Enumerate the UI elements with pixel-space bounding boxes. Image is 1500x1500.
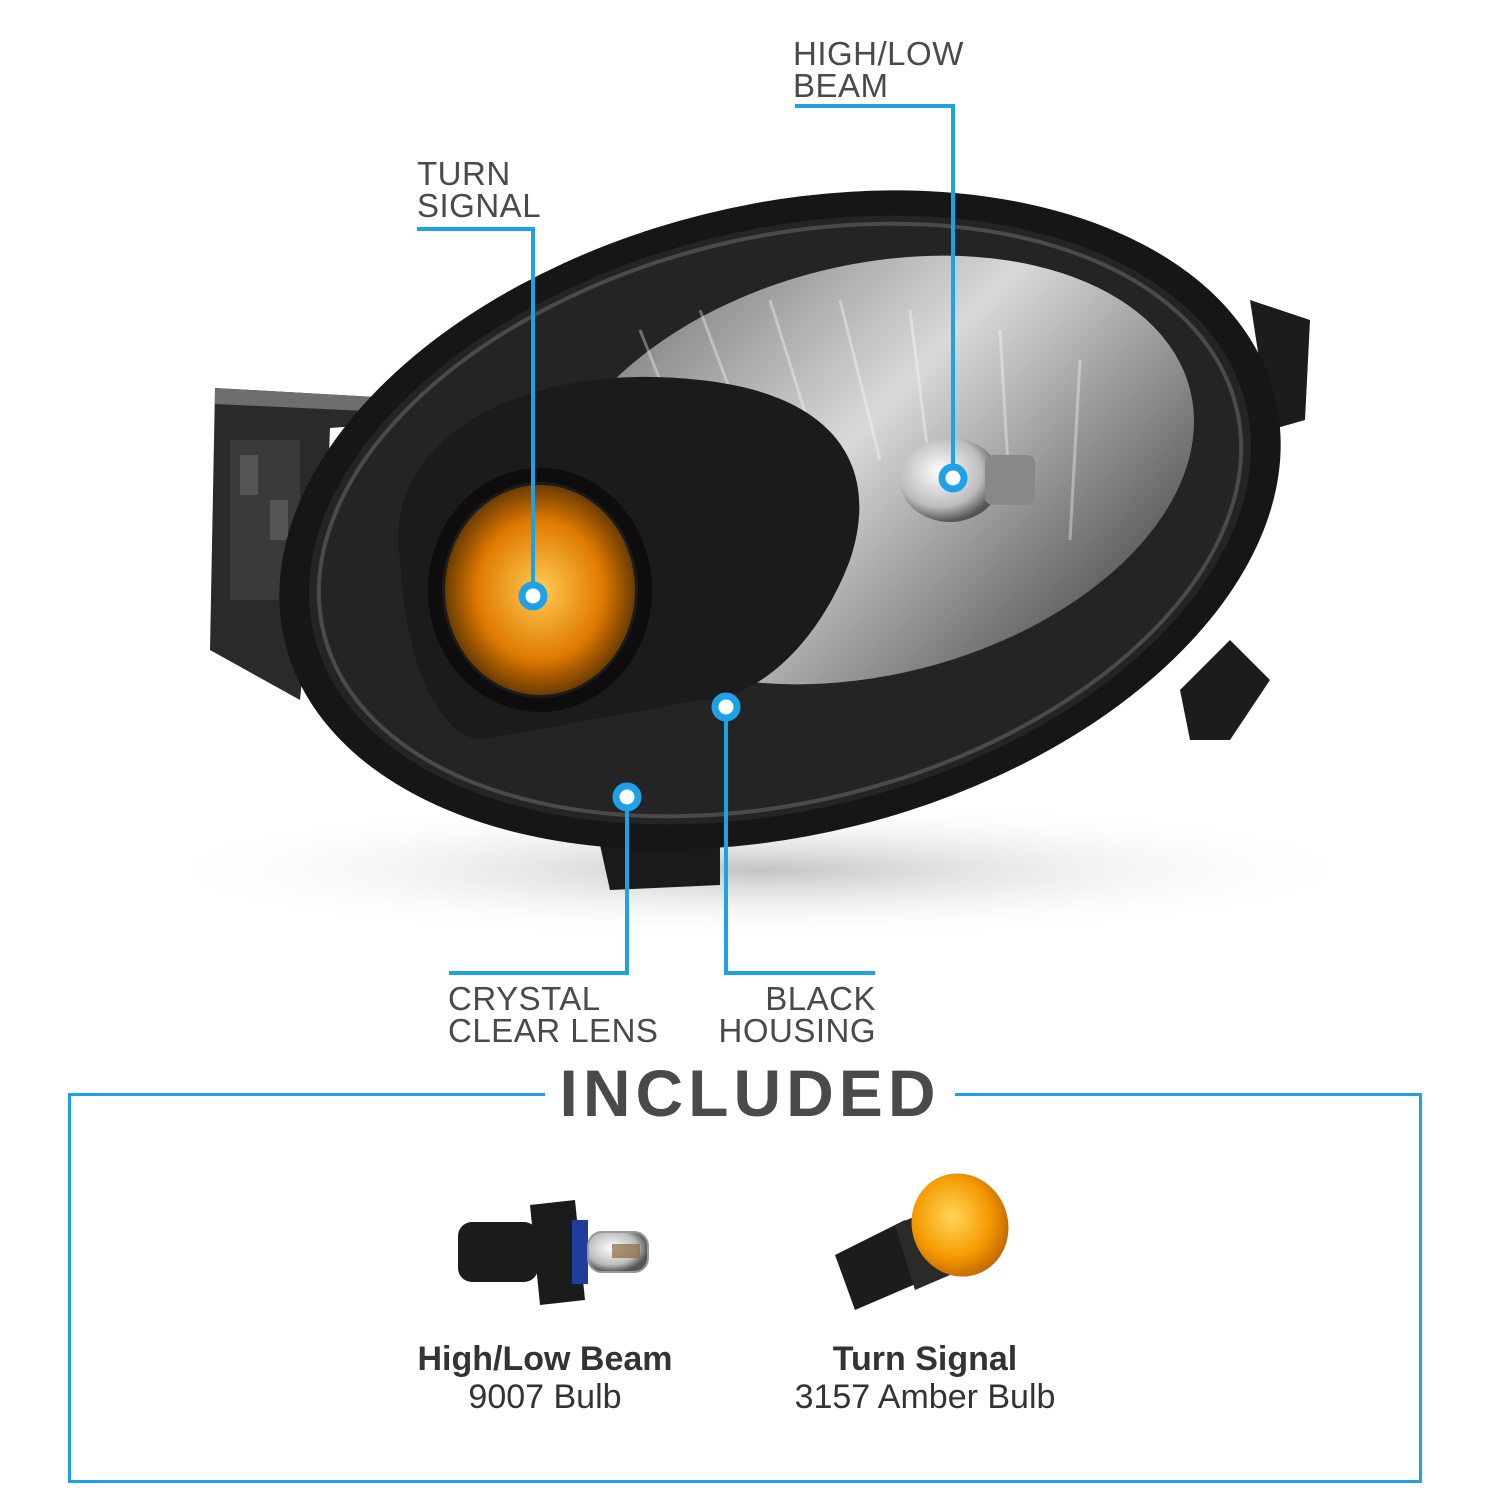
turn-signal-dot: [518, 581, 548, 611]
floor-shadow: [140, 800, 1380, 940]
included-box: [68, 1093, 1422, 1483]
black-housing-dot: [711, 692, 741, 722]
turn-signal-label-line2: SIGNAL: [417, 187, 542, 224]
crystal-clear-lens-dot: [612, 782, 642, 812]
included-item-name: Turn Signal: [832, 1340, 1018, 1378]
included-item-spec: 9007 Bulb: [468, 1378, 622, 1416]
callout-dots: [518, 463, 968, 812]
high-low-beam-label-line2: BEAM: [793, 67, 889, 104]
bulb-3157-icon: [835, 1173, 1009, 1310]
mounting-tab-bottom: [1180, 640, 1270, 740]
crystal-clear-lens-label-line1: CRYSTAL: [448, 980, 601, 1017]
included-item-spec: 3157 Amber Bulb: [794, 1378, 1056, 1416]
turn-signal-label-line1: TURN: [417, 155, 511, 192]
turn-signal-label: TURN SIGNAL: [417, 155, 542, 224]
high-low-beam-dot: [938, 463, 968, 493]
high-low-beam-label-line1: HIGH/LOW: [793, 35, 964, 72]
included-title: INCLUDED: [545, 1058, 955, 1128]
included-item-turn-signal: Turn Signal 3157 Amber Bulb: [770, 1340, 1080, 1416]
black-housing-label: BLACK HOUSING: [700, 980, 876, 1049]
crystal-clear-lens-label: CRYSTAL CLEAR LENS: [448, 980, 659, 1049]
included-item-name: High/Low Beam: [417, 1340, 673, 1378]
high-low-beam-label: HIGH/LOW BEAM: [793, 35, 964, 104]
black-housing-label-line2: HOUSING: [718, 1012, 876, 1049]
black-housing-label-line1: BLACK: [765, 980, 876, 1017]
included-item-high-low-beam: High/Low Beam 9007 Bulb: [395, 1340, 695, 1416]
callout-lines: [417, 104, 955, 975]
crystal-clear-lens-label-line2: CLEAR LENS: [448, 1012, 659, 1049]
bulb-9007-icon: [458, 1200, 649, 1305]
